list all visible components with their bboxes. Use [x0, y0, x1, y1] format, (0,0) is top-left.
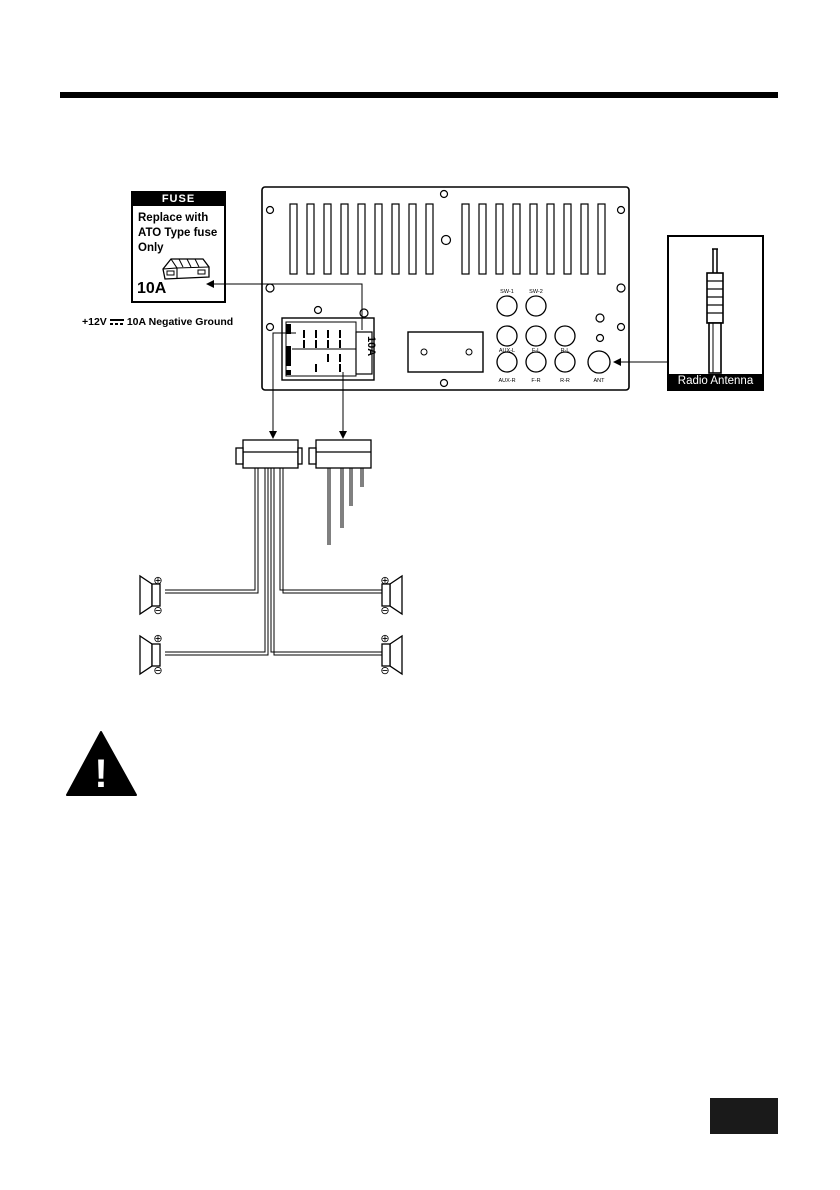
- terminal-plus-fl: ⊕: [153, 575, 162, 587]
- jack-label-f-l: F-L: [532, 348, 540, 354]
- heat-sink-slots-left: [290, 204, 433, 274]
- jack-label-ant: ANT: [594, 378, 606, 384]
- iso-connector-socket: 10A: [282, 318, 377, 380]
- harness-plug-power: [309, 440, 371, 468]
- terminal-minus-fl: ⊖: [153, 605, 162, 617]
- jack-label-aux-r: AUX-R: [498, 378, 515, 384]
- warning-exclamation: !: [94, 752, 107, 796]
- terminal-minus-rr: ⊖: [380, 665, 389, 677]
- terminal-plus-rl: ⊕: [153, 633, 162, 645]
- jack-label-f-r: F-R: [531, 378, 540, 384]
- harness-plug-speaker: [236, 440, 302, 468]
- terminal-minus-rl: ⊖: [153, 665, 162, 677]
- jack-label-sw1: SW-1: [500, 289, 514, 295]
- jack-label-r-l: R-L: [561, 348, 570, 354]
- power-wires: [328, 468, 363, 545]
- heat-sink-slots-right: [462, 204, 605, 274]
- jack-label-r-r: R-R: [560, 378, 570, 384]
- warning-triangle-icon: !: [67, 732, 136, 796]
- jack-label-sw2: SW-2: [529, 289, 543, 295]
- terminal-plus-fr: ⊕: [380, 575, 389, 587]
- terminal-plus-rr: ⊕: [380, 633, 389, 645]
- jack-label-aux-l: AUX-L: [499, 348, 515, 354]
- terminal-minus-fr: ⊖: [380, 605, 389, 617]
- page-number-tab: [710, 1098, 778, 1134]
- harness-fuse-label: 10A: [365, 336, 377, 356]
